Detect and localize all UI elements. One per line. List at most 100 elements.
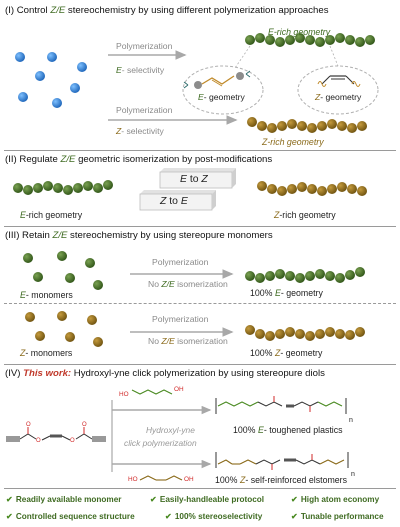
- z-rich-label: Z-rich geometry: [262, 138, 324, 147]
- e-result-letter: E: [274, 288, 281, 298]
- section-2-graphics: [13, 168, 367, 211]
- z-monomers-label: Z- monomers: [20, 349, 72, 358]
- section-4-title-suffix: Hydroxyl-yne click polymerization by usi…: [71, 368, 325, 379]
- no-iso-e-ze: Z/E: [161, 279, 175, 289]
- feature-6-text: Tunable performance: [300, 512, 384, 521]
- section-3-title: (III) Retain Z/E stereochemistry by usin…: [5, 231, 273, 241]
- poly-label-top: Polymerization: [116, 41, 173, 51]
- z-rich-prefix: Z: [262, 137, 268, 147]
- e-selectivity-label: E- selectivity: [116, 66, 164, 75]
- e-geometry-molecule: [183, 70, 251, 89]
- poly-label-z: Polymerization: [152, 314, 209, 324]
- no-iso-e-prefix: No: [148, 279, 162, 289]
- e-product-label: 100% E- toughened plastics: [233, 426, 343, 435]
- e-geometry-prefix: E: [198, 92, 204, 102]
- subscript-n-top: n: [349, 417, 353, 424]
- oh-bottom: OH: [184, 476, 194, 483]
- section-3-graphics: [23, 251, 365, 347]
- svg-text:O: O: [70, 438, 75, 444]
- feature-3: ✔High atom economy: [291, 494, 379, 504]
- ho-bottom: HO: [128, 476, 138, 483]
- z-geometry-prefix: Z: [315, 92, 321, 102]
- z-diol: [139, 475, 183, 481]
- separator-1: [4, 150, 396, 152]
- blue-monomer: [15, 52, 25, 62]
- z-result-suffix: - geometry: [280, 348, 323, 358]
- e-rich-chain-2: [13, 180, 113, 195]
- e-polymer-structure: [215, 396, 347, 414]
- svg-text:O: O: [82, 422, 87, 428]
- e-rich-label: E-rich geometry: [268, 28, 330, 37]
- reaction-condition-line1: Hydroxyl-yne: [146, 425, 195, 435]
- e-to-z-b: Z: [201, 174, 208, 185]
- z-to-e-to: to: [169, 196, 178, 207]
- z-rich-chain: [247, 117, 367, 133]
- reaction-condition-line2: click polymerization: [124, 438, 197, 448]
- e-polymer-chain: [245, 267, 365, 283]
- section-2-title-prefix: (II) Regulate: [5, 154, 61, 165]
- no-iso-label-z: No Z/E isomerization: [148, 337, 228, 346]
- section-4-title-bold: This work:: [23, 368, 72, 379]
- blue-monomer: [18, 92, 28, 102]
- feature-1-text: Readily available monomer: [15, 495, 122, 504]
- e-rich-suffix: -rich geometry: [273, 27, 331, 37]
- section-4-title: (IV) This work: Hydroxyl-yne click polym…: [5, 369, 325, 379]
- no-iso-e-suffix: isomerization: [174, 279, 228, 289]
- section-2-title-ze: Z/E: [60, 154, 76, 165]
- e-diol: [131, 389, 173, 395]
- poly-label-e: Polymerization: [152, 257, 209, 267]
- section-1-title: (I) Control Z/E stereochemistry by using…: [5, 6, 329, 16]
- z-geometry-bubble: [297, 65, 379, 115]
- z-rich-chain-2: [257, 181, 367, 196]
- blue-monomer: [35, 71, 45, 81]
- e-to-z-to: to: [189, 174, 199, 185]
- e-result-prefix: 100%: [250, 288, 275, 298]
- oh-top: OH: [174, 386, 184, 393]
- feature-2-text: Easily-handleable protocol: [159, 495, 265, 504]
- z-geometry-suffix: - geometry: [320, 92, 362, 102]
- feature-5: ✔100% stereoselectivity: [165, 511, 262, 521]
- blue-monomers: [15, 52, 87, 108]
- z-selectivity-prefix: Z: [116, 126, 122, 136]
- blue-monomer: [77, 62, 87, 72]
- e-selectivity-prefix: E: [116, 65, 122, 75]
- section-2-title: (II) Regulate Z/E geometric isomerizatio…: [5, 155, 272, 165]
- check-icon: ✔: [291, 512, 298, 521]
- no-iso-label-e: No Z/E isomerization: [148, 280, 228, 289]
- svg-text:O: O: [26, 422, 31, 428]
- feature-5-text: 100% stereoselectivity: [174, 512, 263, 521]
- feature-1: ✔Readily available monomer: [6, 494, 121, 504]
- section-1-graphics: [15, 33, 379, 133]
- e-geometry-suffix: - geometry: [203, 92, 245, 102]
- e-monomers-label: E- monomers: [20, 291, 73, 300]
- z-geometry-molecule: [317, 75, 361, 87]
- e-result-label: 100% E- geometry: [250, 289, 323, 298]
- z-to-e-box: [139, 190, 216, 211]
- section-1-title-prefix: (I) Control: [5, 5, 51, 16]
- z-selectivity-suffix: - selectivity: [121, 126, 164, 136]
- e-rich-prefix: E: [268, 27, 274, 37]
- e-rich-prefix-2: E: [20, 210, 26, 220]
- e-to-z-box: [159, 168, 236, 189]
- z-rich-label-2: Z-rich geometry: [274, 211, 336, 220]
- z-to-e-a: Z: [160, 196, 167, 207]
- z-to-e-label: Z to E: [160, 196, 188, 207]
- subscript-n-bottom: n: [351, 471, 355, 478]
- diyne-monomer: O O O O: [6, 422, 106, 444]
- z-monomers: [25, 311, 103, 347]
- ho-top: HO: [119, 391, 129, 398]
- blue-monomer: [47, 52, 57, 62]
- z-rich-prefix-2: Z: [274, 210, 280, 220]
- e-monomers: [23, 251, 103, 290]
- z-result-letter: Z: [274, 348, 281, 358]
- poly-label-bottom: Polymerization: [116, 105, 173, 115]
- feature-3-text: High atom economy: [300, 495, 380, 504]
- z-rich-suffix-2: -rich geometry: [279, 210, 336, 220]
- e-monomers-prefix: E: [20, 290, 26, 300]
- section-3-title-suffix: stereochemistry by using stereopure mono…: [67, 230, 273, 241]
- e-to-z-a: E: [180, 174, 187, 185]
- section-3-title-prefix: (III) Retain: [5, 230, 53, 241]
- feature-4: ✔Controlled sequence structure: [6, 511, 135, 521]
- z-rich-suffix: -rich geometry: [267, 137, 324, 147]
- e-product-letter: E: [257, 425, 264, 435]
